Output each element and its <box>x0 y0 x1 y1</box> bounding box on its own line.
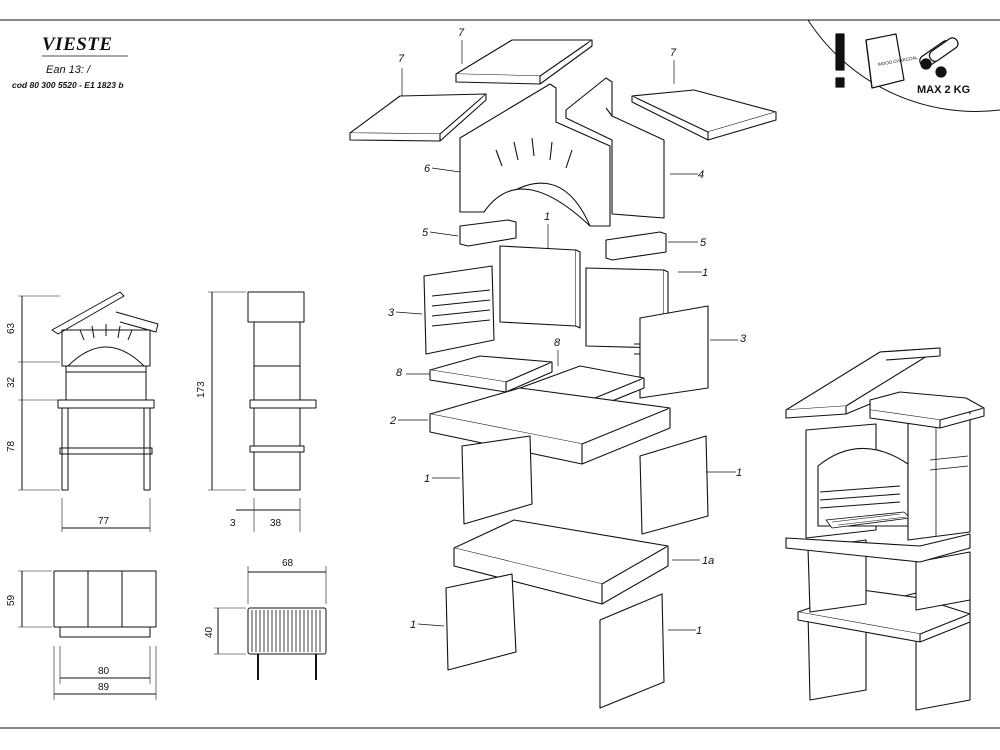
part-label-low-leg-left: 1 <box>410 619 416 631</box>
part-label-roof-right: 7 <box>670 47 677 59</box>
ean-label: Ean 13: / <box>46 64 91 76</box>
part-label-grill-right: 8 <box>554 337 561 349</box>
dim-front-height-bottom: 78 <box>6 440 17 452</box>
side-elevation-view <box>208 291 317 532</box>
warning-badge: WOOD CHARCOAL <box>807 19 1000 112</box>
dim-side-shelf: 3 <box>230 518 236 529</box>
exploded-assembly-view <box>349 39 777 709</box>
part-label-wall-back-left: 1 <box>544 211 550 223</box>
dim-front-width: 77 <box>98 516 110 527</box>
dim-base-inner-width: 80 <box>98 666 110 677</box>
product-code: cod 80 300 5520 - E1 1823 b <box>12 80 124 90</box>
product-title: VIESTE <box>42 34 113 55</box>
dim-base-outer-width: 89 <box>98 682 110 693</box>
dim-front-height-mid: 32 <box>6 376 17 388</box>
max-weight-label: MAX 2 KG <box>917 84 971 96</box>
dim-base-height: 59 <box>6 594 17 606</box>
part-label-roof-left: 7 <box>398 53 405 65</box>
part-label-wall-side-right: 3 <box>740 333 747 345</box>
assembled-barbecue-view <box>785 347 985 711</box>
part-label-low-leg-right: 1 <box>696 625 702 637</box>
dim-grill-height: 40 <box>204 626 215 638</box>
part-number-labels: 7 7 7 6 4 5 5 1 1 3 3 8 8 2 1 1 1a 1 1 <box>388 27 747 637</box>
part-label-roof-top: 7 <box>458 27 465 39</box>
dim-side-depth: 38 <box>270 518 282 529</box>
part-label-mid-leg-left: 1 <box>424 473 430 485</box>
front-elevation-view <box>18 291 159 532</box>
part-label-hearth: 2 <box>389 415 396 427</box>
wood-logs-icon <box>919 37 959 78</box>
grill-plan-view <box>214 566 327 680</box>
charcoal-bag-icon: WOOD CHARCOAL <box>865 33 919 89</box>
part-label-wall-side-left: 3 <box>388 307 395 319</box>
part-label-lintel-right: 5 <box>700 237 707 249</box>
part-label-arch-front: 6 <box>424 163 431 175</box>
part-label-mid-leg-right: 1 <box>736 467 742 479</box>
part-label-lintel-left: 5 <box>422 227 429 239</box>
dim-front-height-top: 63 <box>6 322 17 334</box>
part-label-wall-back-right: 1 <box>702 267 708 279</box>
part-label-arch-back: 4 <box>698 169 704 181</box>
exclamation-icon <box>835 33 845 71</box>
part-label-grill-left: 8 <box>396 367 403 379</box>
dim-grill-width: 68 <box>282 558 294 569</box>
dim-side-total-height: 173 <box>196 381 207 398</box>
part-label-shelf: 1a <box>702 555 714 567</box>
base-plan-view <box>18 570 157 700</box>
